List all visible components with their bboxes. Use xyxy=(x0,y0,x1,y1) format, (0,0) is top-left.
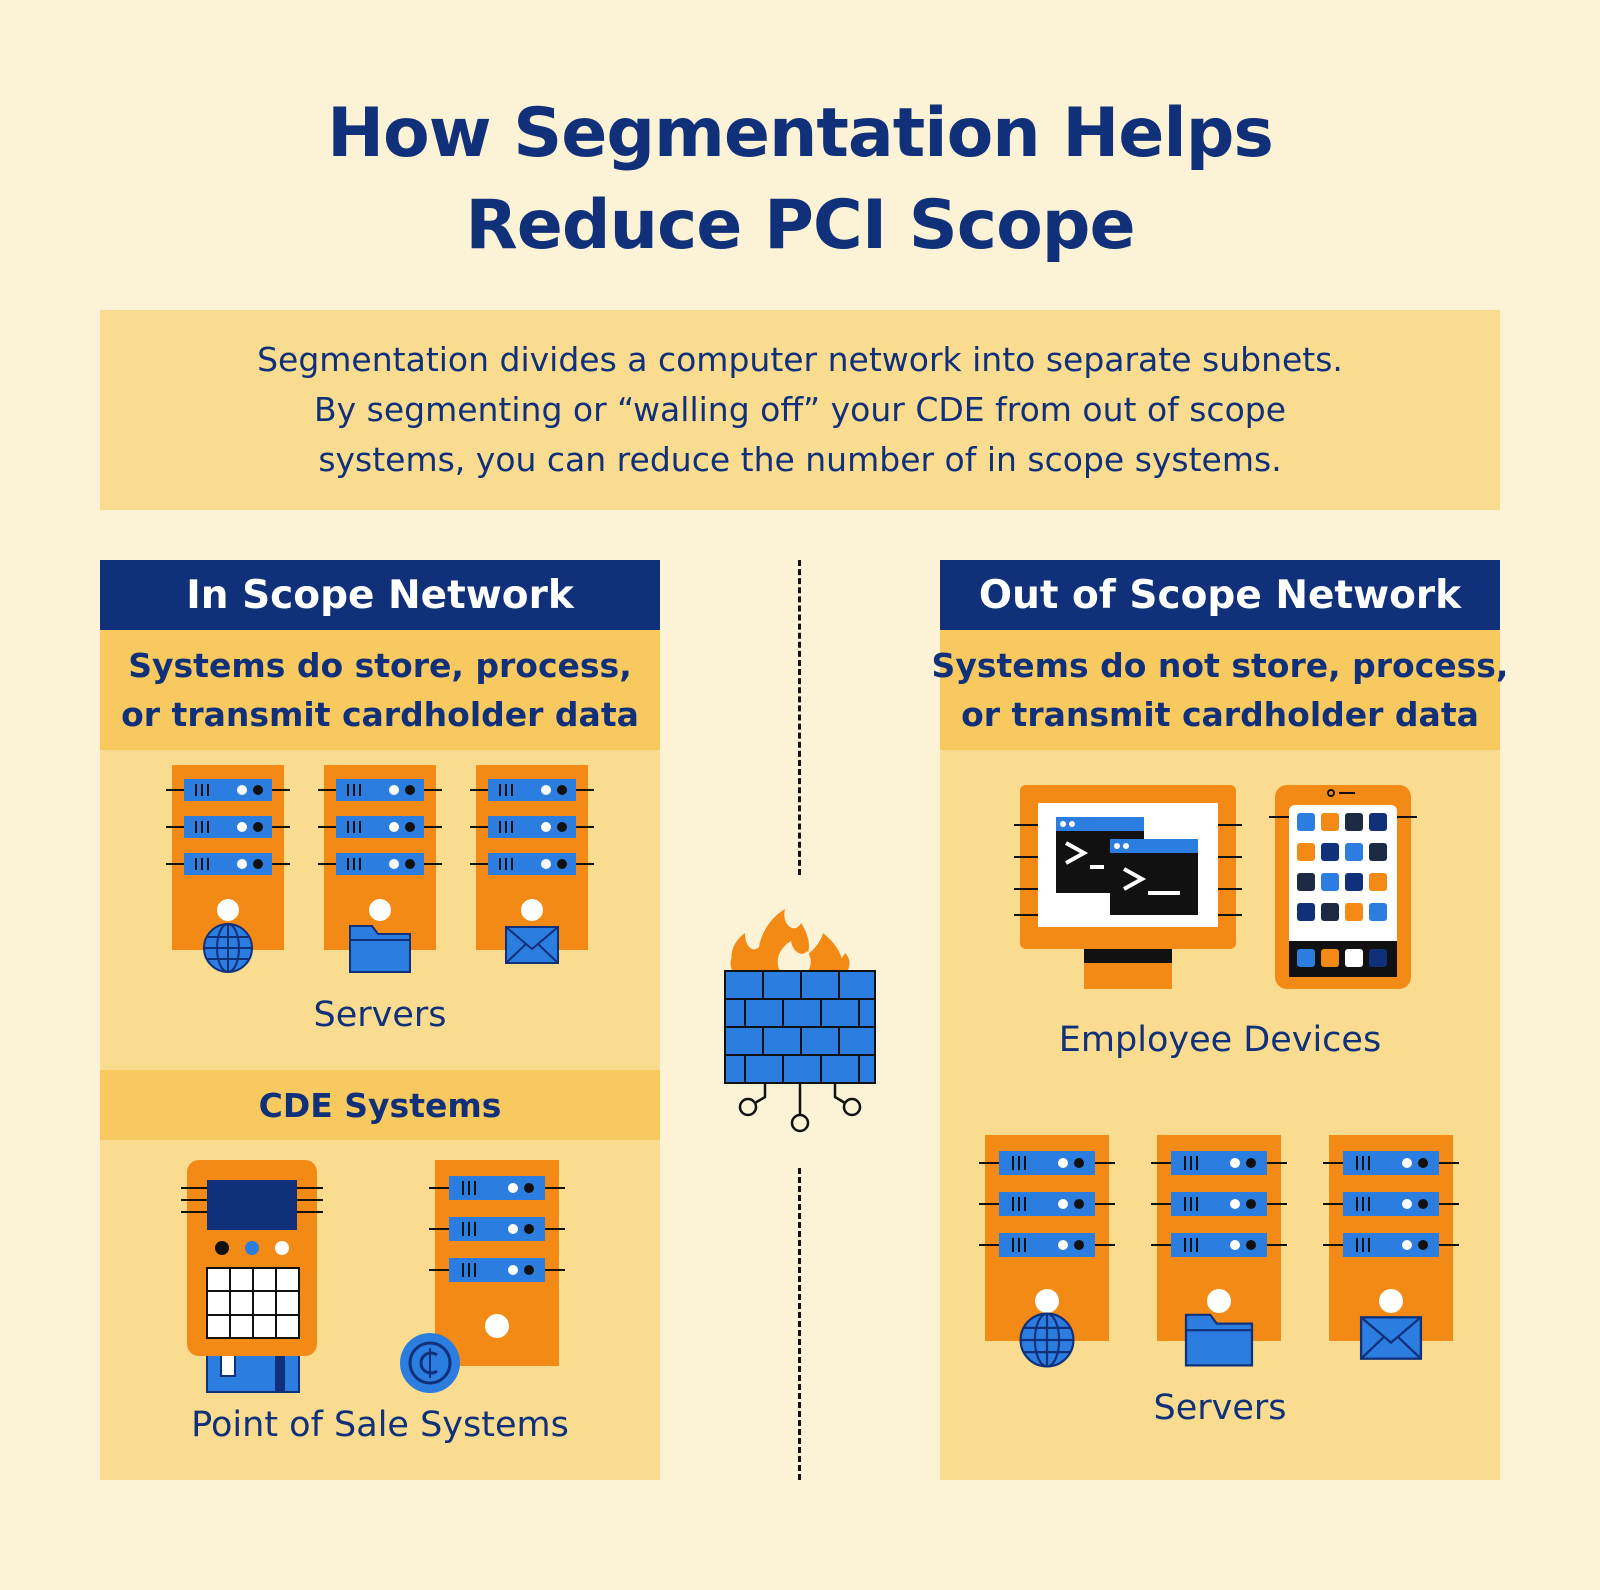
coin-icon xyxy=(400,1333,460,1393)
in-scope-servers-caption: Servers xyxy=(313,995,447,1035)
globe-icon xyxy=(203,923,253,973)
pos-server-icon xyxy=(429,1160,565,1366)
employee-devices-caption: Employee Devices xyxy=(1058,1020,1382,1060)
server-rack-web-icon xyxy=(978,1134,1116,1368)
intro-box: Segmentation divides a computer network … xyxy=(100,310,1500,510)
out-scope-header: Out of Scope Network xyxy=(940,560,1500,630)
intro-line-3: systems, you can reduce the number of in… xyxy=(318,440,1282,479)
title-line-1: How Segmentation Helps xyxy=(327,94,1274,173)
title-line-2: Reduce PCI Scope xyxy=(465,186,1135,265)
firewall-icon xyxy=(724,909,876,1133)
out-scope-servers-caption: Servers xyxy=(1153,1388,1287,1428)
monitor-icon xyxy=(1014,785,1242,989)
app-grid-icon xyxy=(1289,813,1397,977)
divider-bottom xyxy=(798,1168,801,1480)
server-rack-file-icon xyxy=(1150,1134,1288,1367)
employee-devices-group xyxy=(1014,785,1417,989)
pos-systems-caption: Point of Sale Systems xyxy=(191,1405,569,1445)
out-scope-panel: Out of Scope Network Systems do not stor… xyxy=(932,560,1508,1480)
intro-line-2: By segmenting or “walling off” your CDE … xyxy=(313,390,1287,429)
out-scope-description-line-2: or transmit cardholder data xyxy=(961,695,1479,734)
mail-icon xyxy=(1359,1316,1423,1360)
in-scope-description-line-2: or transmit cardholder data xyxy=(121,695,639,734)
page-title: How Segmentation Helps Reduce PCI Scope xyxy=(0,88,1600,272)
in-scope-panel: In Scope Network Systems do store, proce… xyxy=(100,560,660,1480)
card-terminal-icon xyxy=(181,1160,323,1393)
cde-systems-group xyxy=(181,1160,565,1393)
mail-icon xyxy=(505,926,559,964)
out-scope-description: Systems do not store, process, or transm… xyxy=(932,630,1508,750)
in-scope-description: Systems do store, process, or transmit c… xyxy=(100,630,660,750)
server-rack-file-icon xyxy=(317,764,443,973)
server-rack-web-icon xyxy=(165,764,291,973)
out-scope-description-line-1: Systems do not store, process, xyxy=(931,646,1509,685)
globe-icon xyxy=(1019,1312,1075,1368)
divider-top xyxy=(798,560,801,875)
in-scope-description-line-1: Systems do store, process, xyxy=(128,646,632,685)
cde-systems-title: CDE Systems xyxy=(100,1070,660,1140)
intro-line-1: Segmentation divides a computer network … xyxy=(257,340,1343,379)
out-scope-servers-group xyxy=(978,1134,1460,1368)
in-scope-header: In Scope Network xyxy=(100,560,660,630)
server-rack-mail-icon xyxy=(1322,1134,1460,1360)
tablet-icon xyxy=(1269,785,1417,989)
server-rack-mail-icon xyxy=(469,764,595,964)
in-scope-servers-group xyxy=(165,764,595,973)
